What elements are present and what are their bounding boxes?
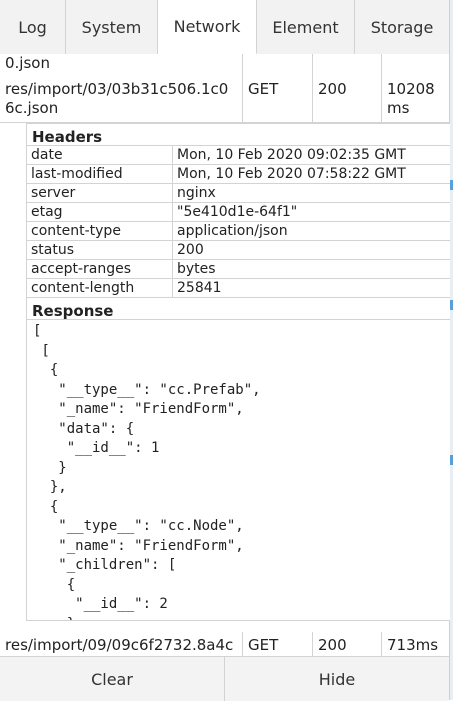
request-row[interactable]: res/import/09/09c6f2732.8a4c GET 200 713…: [0, 632, 449, 657]
header-key: status: [27, 240, 173, 260]
header-value: Mon, 10 Feb 2020 07:58:22 GMT: [172, 164, 450, 184]
background-app: [447, 0, 453, 700]
request-time: [382, 54, 449, 76]
header-value: nginx: [172, 183, 450, 203]
request-time: 10208 ms: [387, 80, 435, 117]
tab-storage[interactable]: Storage: [370, 17, 434, 37]
header-key: last-modified: [27, 164, 173, 184]
tab-system[interactable]: System: [66, 0, 158, 54]
header-value: Mon, 10 Feb 2020 09:02:35 GMT: [172, 146, 450, 165]
response-body: [ [ { "__type__": "cc.Prefab", "_name": …: [33, 323, 261, 620]
request-row-selected[interactable]: res/import/03/03b31c506.1c06c.json GET 2…: [0, 76, 449, 123]
request-status: [313, 54, 382, 76]
request-method: GET: [243, 76, 313, 122]
response-title: Response: [27, 298, 450, 320]
request-status: 200: [313, 632, 382, 656]
request-status: 200: [313, 76, 382, 122]
header-value: 200: [172, 240, 450, 260]
header-key: etag: [27, 202, 173, 222]
request-method: GET: [243, 632, 313, 656]
background-mark: [449, 180, 453, 190]
background-mark: [449, 300, 453, 310]
request-url: res/import/03/03b31c506.1c06c.json: [0, 76, 243, 122]
header-key: date: [27, 146, 173, 165]
tab-element[interactable]: Element: [257, 0, 355, 54]
header-key: content-length: [27, 278, 173, 298]
tab-log[interactable]: Log: [0, 0, 66, 54]
request-url: res/import/09/09c6f2732.8a4c: [0, 632, 243, 656]
footer-bar: Clear Hide: [0, 656, 449, 701]
background-mark: [449, 455, 453, 465]
headers-title: Headers: [27, 124, 450, 146]
request-url: 0.json: [0, 54, 243, 76]
header-value: "5e410d1e-64f1": [172, 202, 450, 222]
clear-button[interactable]: Clear: [0, 657, 225, 701]
request-method: [243, 54, 313, 76]
header-row: etag"5e410d1e-64f1": [27, 202, 450, 222]
request-row[interactable]: 0.json: [0, 54, 449, 77]
header-value: 25841: [172, 278, 450, 298]
header-value: bytes: [172, 259, 450, 279]
header-key: accept-ranges: [27, 259, 173, 279]
tab-network[interactable]: Network: [158, 0, 257, 54]
header-key: content-type: [27, 221, 173, 241]
tab-bar: Log System Network Element Storage: [0, 0, 449, 55]
request-time: 713ms: [387, 636, 439, 654]
header-value: application/json: [172, 221, 450, 241]
hide-button[interactable]: Hide: [318, 669, 356, 689]
header-key: server: [27, 183, 173, 203]
